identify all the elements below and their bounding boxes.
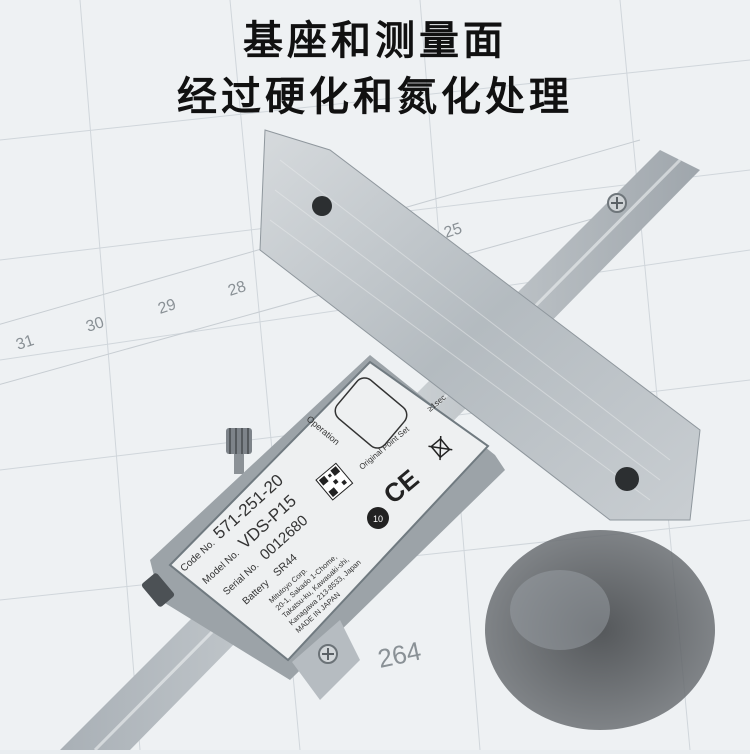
product-label	[168, 360, 490, 662]
svg-text:28: 28	[226, 278, 248, 300]
svg-text:25: 25	[442, 220, 464, 242]
lock-screw-knob	[226, 428, 252, 454]
svg-text:29: 29	[156, 296, 178, 318]
qr-code-icon	[315, 462, 354, 501]
svg-text:30: 30	[84, 314, 106, 336]
mounting-hole-icon	[615, 467, 639, 491]
svg-text:10: 10	[373, 514, 383, 524]
label-text-block: Code No. 571-251-20 Model No. VDS-P15 Se…	[179, 471, 363, 635]
weee-bin-icon	[428, 435, 453, 461]
base-crossbar	[259, 129, 701, 521]
headline-line-1: 基座和测量面	[243, 18, 507, 64]
rating-badge-icon: 10	[367, 507, 389, 529]
mounting-hole-icon	[312, 196, 332, 216]
headline-line-2: 经过硬化和氮化处理	[177, 74, 573, 120]
operation-button-outline	[334, 377, 408, 449]
svg-text:31: 31	[14, 332, 36, 354]
